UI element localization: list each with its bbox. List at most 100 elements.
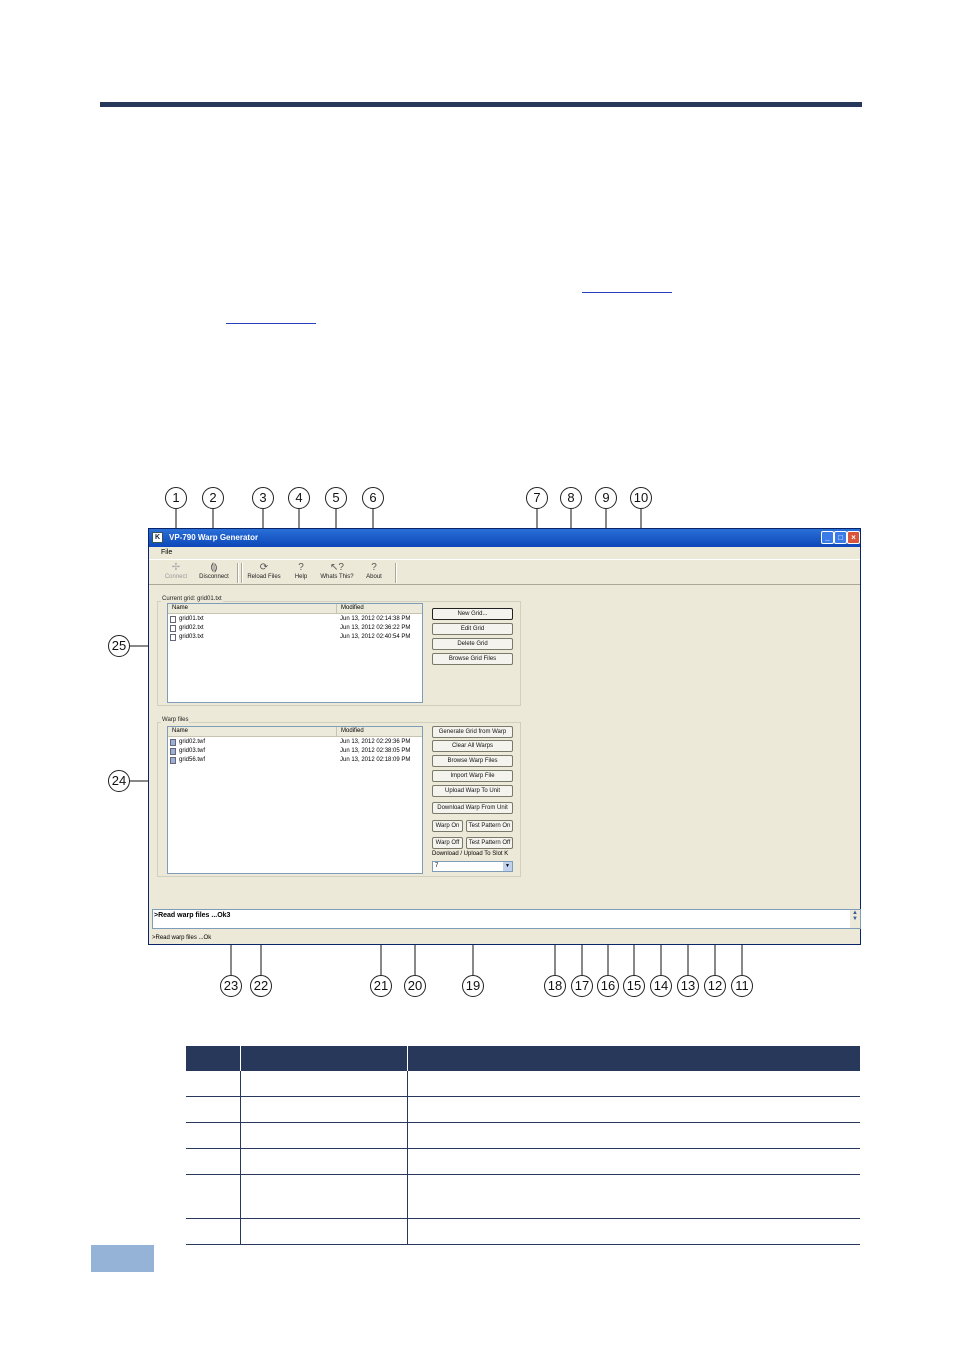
table-row <box>185 1071 860 1097</box>
callout-24: 24 <box>108 770 130 792</box>
callout-12: 12 <box>704 975 726 997</box>
download-warp-from-unit-button[interactable]: Download Warp From Unit <box>432 802 513 814</box>
callout-13: 13 <box>677 975 699 997</box>
close-icon[interactable]: × <box>847 531 860 544</box>
whats-this-button[interactable]: ↖? Whats This? <box>317 562 357 584</box>
scrollbar[interactable]: ▲▼ <box>850 910 860 928</box>
file-icon <box>170 616 176 623</box>
callout-20: 20 <box>404 975 426 997</box>
grid-group-label: Current grid: grid01.txt <box>161 596 223 602</box>
table-row <box>185 1148 860 1175</box>
callout-25: 25 <box>108 635 130 657</box>
callout-8: 8 <box>560 487 582 509</box>
callout-7: 7 <box>526 487 548 509</box>
hyperlink-underline <box>226 323 316 324</box>
generate-grid-from-warp-button[interactable]: Generate Grid from Warp <box>432 726 513 738</box>
callout-4: 4 <box>288 487 310 509</box>
callout-1: 1 <box>165 487 187 509</box>
callout-16: 16 <box>597 975 619 997</box>
table-row <box>185 1122 860 1149</box>
warp-off-button[interactable]: Warp Off <box>432 837 463 849</box>
menu-file[interactable]: File <box>161 549 173 556</box>
warp-group <box>157 722 521 877</box>
callout-21: 21 <box>370 975 392 997</box>
hyperlink-underline <box>582 292 672 293</box>
toolbar: ✢ Connect ⟬⟭ Disconnect ⟳ Reload Files ?… <box>149 559 860 585</box>
file-icon <box>170 625 176 632</box>
slot-select[interactable]: 7 ▼ <box>432 861 513 872</box>
maximize-icon[interactable]: □ <box>834 531 847 544</box>
help-button[interactable]: ? Help <box>281 562 321 584</box>
disconnect-icon: ⟬⟭ <box>210 562 218 573</box>
toolbar-separator <box>395 563 397 583</box>
upload-warp-to-unit-button[interactable]: Upload Warp To Unit <box>432 785 513 797</box>
toolbar-separator <box>237 563 239 583</box>
clear-all-warps-button[interactable]: Clear All Warps <box>432 740 513 752</box>
delete-grid-button[interactable]: Delete Grid <box>432 638 513 650</box>
callout-10: 10 <box>630 487 652 509</box>
callout-19: 19 <box>462 975 484 997</box>
chevron-down-icon[interactable]: ▼ <box>503 862 512 871</box>
window-title: VP-790 Warp Generator <box>169 533 259 542</box>
feature-table <box>185 1046 860 1245</box>
table-row <box>185 1096 860 1123</box>
edit-grid-button[interactable]: Edit Grid <box>432 623 513 635</box>
callout-17: 17 <box>571 975 593 997</box>
title-bar: K VP-790 Warp Generator _ □ × <box>149 529 860 547</box>
about-icon: ? <box>371 562 377 573</box>
warp-on-button[interactable]: Warp On <box>432 820 463 832</box>
warp-group-label: Warp files <box>161 717 190 723</box>
callout-2: 2 <box>202 487 224 509</box>
test-pattern-on-button[interactable]: Test Pattern On <box>466 820 513 832</box>
new-grid-button[interactable]: New Grid... <box>432 608 513 620</box>
header-rule <box>100 102 862 107</box>
status-bar: >Read warp files ...Ok <box>152 935 212 941</box>
menu-bar: File <box>149 547 860 559</box>
app-icon: K <box>152 532 163 543</box>
browse-warp-files-button[interactable]: Browse Warp Files <box>432 755 513 767</box>
table-header-row <box>185 1046 860 1071</box>
about-button[interactable]: ? About <box>354 562 394 584</box>
test-pattern-off-button[interactable]: Test Pattern Off <box>466 837 513 849</box>
callout-14: 14 <box>650 975 672 997</box>
callout-11: 11 <box>731 975 753 997</box>
connect-button[interactable]: ✢ Connect <box>156 562 196 584</box>
disconnect-button[interactable]: ⟬⟭ Disconnect <box>194 562 234 584</box>
page-number-box <box>91 1245 154 1272</box>
callout-6: 6 <box>362 487 384 509</box>
minimize-icon[interactable]: _ <box>821 531 834 544</box>
file-icon <box>170 634 176 641</box>
callout-5: 5 <box>325 487 347 509</box>
callout-23: 23 <box>220 975 242 997</box>
callout-15: 15 <box>623 975 645 997</box>
list-header: Name Modified <box>168 604 422 614</box>
list-header: Name Modified <box>168 727 422 737</box>
connect-icon: ✢ <box>171 562 181 573</box>
warp-file-icon <box>170 757 176 764</box>
warp-file-icon <box>170 739 176 746</box>
table-header-cell <box>407 1046 860 1071</box>
table-header-cell <box>185 1046 241 1071</box>
callout-18: 18 <box>544 975 566 997</box>
callout-3: 3 <box>252 487 274 509</box>
reload-files-button[interactable]: ⟳ Reload Files <box>244 562 284 584</box>
reload-icon: ⟳ <box>259 562 269 573</box>
browse-grid-files-button[interactable]: Browse Grid Files <box>432 653 513 665</box>
grid-group <box>157 601 521 706</box>
table-row <box>185 1174 860 1219</box>
import-warp-file-button[interactable]: Import Warp File <box>432 770 513 782</box>
table-row <box>185 1218 860 1245</box>
slot-label: Download / Upload To Slot K <box>432 851 509 857</box>
help-icon: ? <box>298 562 304 573</box>
table-header-cell <box>240 1046 408 1071</box>
warp-file-icon <box>170 748 176 755</box>
status-output: >Read warp files ...Ok3 ▲▼ <box>152 909 861 929</box>
